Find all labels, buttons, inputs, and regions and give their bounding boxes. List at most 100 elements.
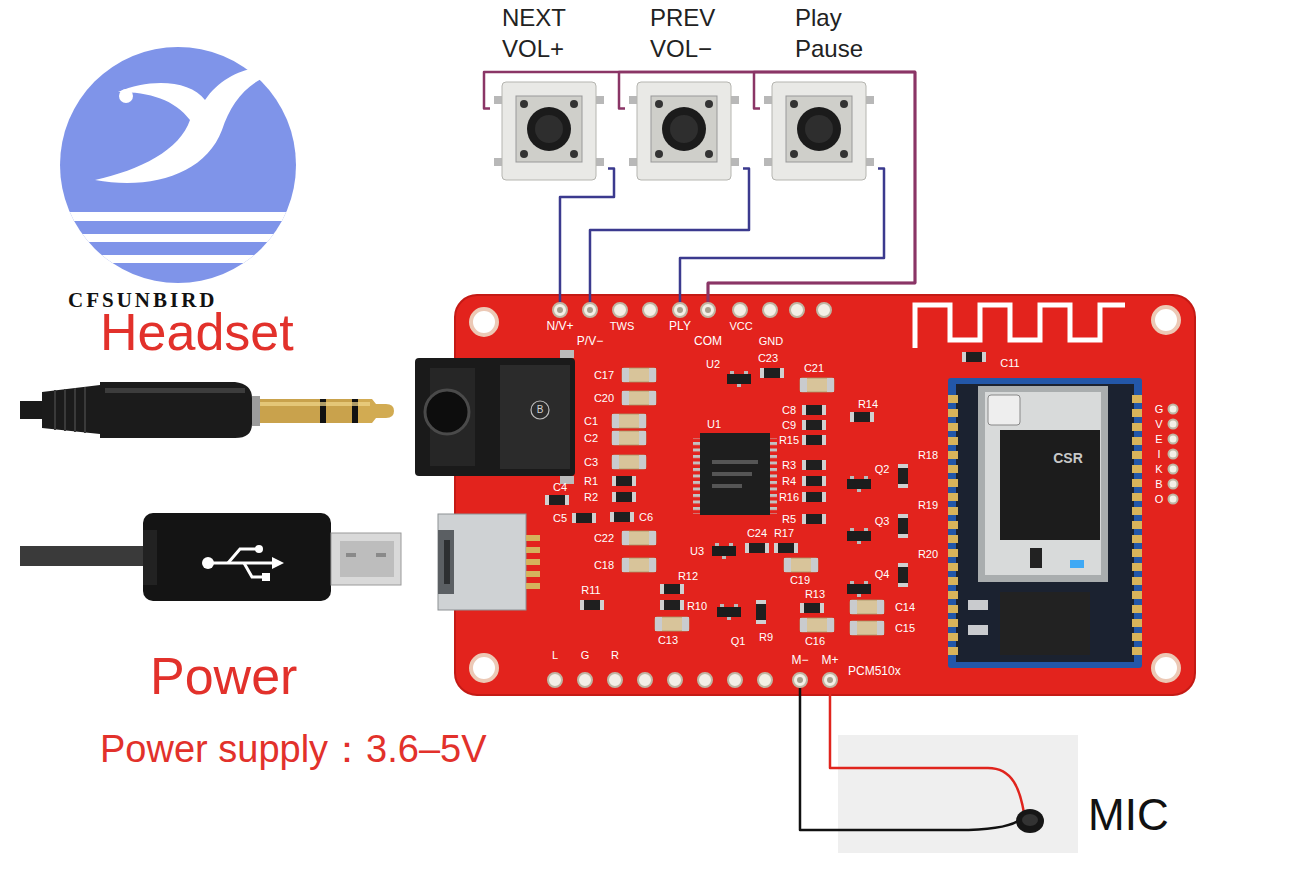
- usb-port-part-part: [526, 571, 540, 577]
- brand-logo-part: [119, 89, 133, 103]
- smd-parts-part: [802, 476, 826, 486]
- button-label: Play Pause: [795, 2, 863, 64]
- mic-pin: M−: [789, 653, 810, 688]
- silkscreen-label: R11: [581, 585, 600, 596]
- button-part: [705, 100, 713, 108]
- pin-hole: [552, 302, 568, 318]
- bluetooth-module-part: [985, 392, 1101, 575]
- silkscreen-label: Q1: [731, 636, 746, 647]
- bluetooth-module-part: [1132, 392, 1142, 660]
- smd-parts-part: [712, 543, 736, 559]
- button-part: [570, 100, 578, 108]
- jack-marking: B: [537, 405, 544, 415]
- smd-parts-part: [850, 412, 874, 422]
- smd-parts-part: [784, 558, 818, 572]
- silkscreen-label: C9: [782, 420, 796, 431]
- silkscreen-label: TWS: [610, 321, 634, 332]
- circuit-board-part: [455, 295, 1195, 695]
- usb-cable-part: [340, 541, 394, 577]
- smd-parts-part: [612, 492, 636, 502]
- connector-title: Power: [150, 650, 297, 702]
- smd-parts: [545, 352, 986, 635]
- circuit-board-part-part: [1169, 480, 1178, 489]
- pin-hole-part: [583, 303, 597, 317]
- smd-parts-part: [717, 604, 741, 620]
- silkscreen-label: U3: [690, 546, 704, 557]
- smd-parts-part: [660, 600, 684, 610]
- wire: [830, 688, 838, 768]
- audio-jack-part: [560, 476, 574, 484]
- pin-hole-part: [701, 303, 715, 317]
- bluetooth-module-part: [948, 392, 958, 660]
- connector-title: Headset: [100, 306, 294, 358]
- silkscreen-label: U2: [706, 359, 720, 370]
- silkscreen-label: B: [1155, 479, 1162, 490]
- circuit-board-part-part: [790, 303, 804, 317]
- button-part: [786, 96, 852, 162]
- smd-parts-part: [847, 581, 871, 597]
- brand-logo-part: [40, 212, 320, 263]
- silkscreen-label: C22: [594, 533, 614, 544]
- button-part: [797, 107, 841, 151]
- microphone: MIC: [838, 735, 1175, 853]
- smd-parts-part: [774, 543, 798, 553]
- pin-hole: [582, 302, 598, 318]
- silkscreen-label: GND: [759, 336, 783, 347]
- button-part: [805, 115, 833, 143]
- mic-part: [1022, 814, 1038, 826]
- bluetooth-module-part: [1000, 592, 1090, 655]
- circuit-board-part-part: [1169, 465, 1178, 474]
- pin-name: P/V−: [577, 334, 603, 348]
- silkscreen-label: C4: [553, 482, 567, 493]
- smd-parts-part: [610, 512, 634, 522]
- smd-parts-part: [898, 514, 908, 538]
- button-picture: [764, 78, 874, 183]
- pin-hole-part: [823, 673, 837, 687]
- smd-parts-part: [622, 368, 656, 382]
- silkscreen-label: O: [1155, 494, 1164, 505]
- circuit-board: PCM510xN/V+P/V−PLYCOMM−M+: [455, 295, 1195, 695]
- silkscreen-label: Q3: [875, 516, 890, 527]
- silkscreen-label: C23: [758, 353, 778, 364]
- silkscreen-label: R2: [584, 492, 598, 503]
- wire: [560, 168, 614, 302]
- dac-chip-part: [712, 460, 758, 464]
- button-part: [840, 100, 848, 108]
- smd-parts-part: [612, 431, 646, 445]
- smd-parts-part: [847, 528, 871, 544]
- silkscreen-label: C19: [790, 575, 810, 586]
- usb-cable-part: [331, 533, 401, 585]
- dac-chip-part: [693, 438, 700, 514]
- smd-parts-part: [800, 603, 824, 613]
- silkscreen-label: VCC: [729, 321, 752, 332]
- usb-cable-part: [212, 549, 272, 577]
- button-label: PREV VOL−: [650, 2, 715, 64]
- button-part: [527, 107, 571, 151]
- smd-parts-part: [612, 476, 636, 486]
- brand-logo-part: [95, 67, 285, 183]
- board-name: PCM510x: [848, 664, 901, 678]
- button-part: [662, 107, 706, 151]
- smd-parts-part: [962, 352, 986, 362]
- silkscreen-label: C17: [594, 370, 614, 381]
- usb-cable-part-part: [212, 562, 272, 565]
- circuit-board-part-part: [758, 673, 772, 687]
- bluetooth-module-part: [948, 378, 1142, 668]
- smd-parts-part: [612, 414, 646, 428]
- smd-parts-part: [802, 435, 826, 445]
- usb-port-part: [526, 535, 540, 589]
- silkscreen-label: C11: [1000, 358, 1019, 369]
- usb-cable-part: [272, 557, 284, 569]
- mic-part: [838, 768, 1024, 813]
- dac-chip: [693, 433, 777, 515]
- smd-parts-part: [850, 621, 884, 635]
- silkscreen-label: C24: [747, 528, 767, 539]
- header-pin: PLY: [667, 302, 693, 333]
- silkscreen-label: R20: [918, 549, 938, 560]
- brand-logo-part: [60, 47, 296, 283]
- silkscreen-label: V: [1155, 419, 1162, 430]
- button-part: [502, 82, 596, 180]
- silkscreen-label: R12: [678, 571, 698, 582]
- bluetooth-module-part: [968, 625, 988, 635]
- button-part: [840, 150, 848, 158]
